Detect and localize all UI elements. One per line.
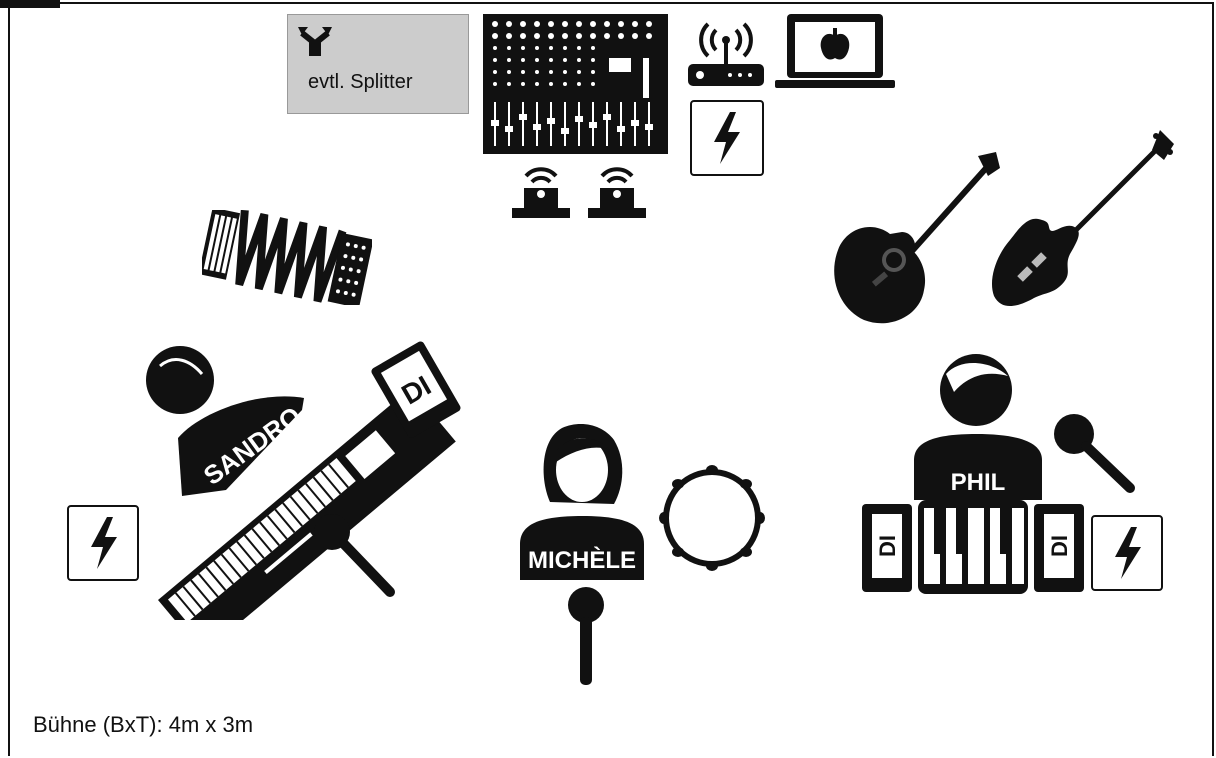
- power-icon: [690, 100, 764, 176]
- splitter-box: evtl. Splitter: [287, 14, 469, 114]
- microphone-icon: [566, 585, 606, 687]
- di-label: DI: [1047, 535, 1072, 557]
- power-icon: [1091, 515, 1163, 591]
- microphone-icon: [310, 510, 400, 600]
- mixer-icon: [483, 14, 668, 154]
- wireless-receiver-icon: [512, 160, 570, 218]
- power-icon: [67, 505, 139, 581]
- musician-name-label: MICHÈLE: [528, 546, 636, 574]
- split-arrow-icon: [298, 23, 332, 57]
- splitter-label: evtl. Splitter: [308, 71, 412, 94]
- di-box-icon: DI: [1034, 504, 1084, 592]
- musician-michele: MICHÈLE: [510, 420, 660, 582]
- di-box-icon: DI: [862, 504, 912, 592]
- keyboard-rig: DI DI: [862, 500, 1090, 596]
- accordion-icon: [202, 210, 372, 305]
- di-label: DI: [875, 535, 900, 557]
- wifi-router-icon: [686, 12, 766, 88]
- wireless-receiver-icon: [588, 160, 646, 218]
- tambourine-icon: [656, 462, 768, 574]
- musician-phil: PHIL: [910, 350, 1050, 500]
- laptop-icon: [775, 14, 895, 90]
- musician-sandro: SANDRO DI: [140, 340, 470, 620]
- keyboard-icon: [918, 500, 1028, 594]
- acoustic-guitar-icon: [828, 148, 1008, 326]
- musician-name-label: PHIL: [951, 469, 1006, 496]
- stage-dimensions-label: Bühne (BxT): 4m x 3m: [33, 712, 253, 738]
- microphone-icon: [1050, 410, 1140, 494]
- bass-guitar-icon: [988, 130, 1178, 320]
